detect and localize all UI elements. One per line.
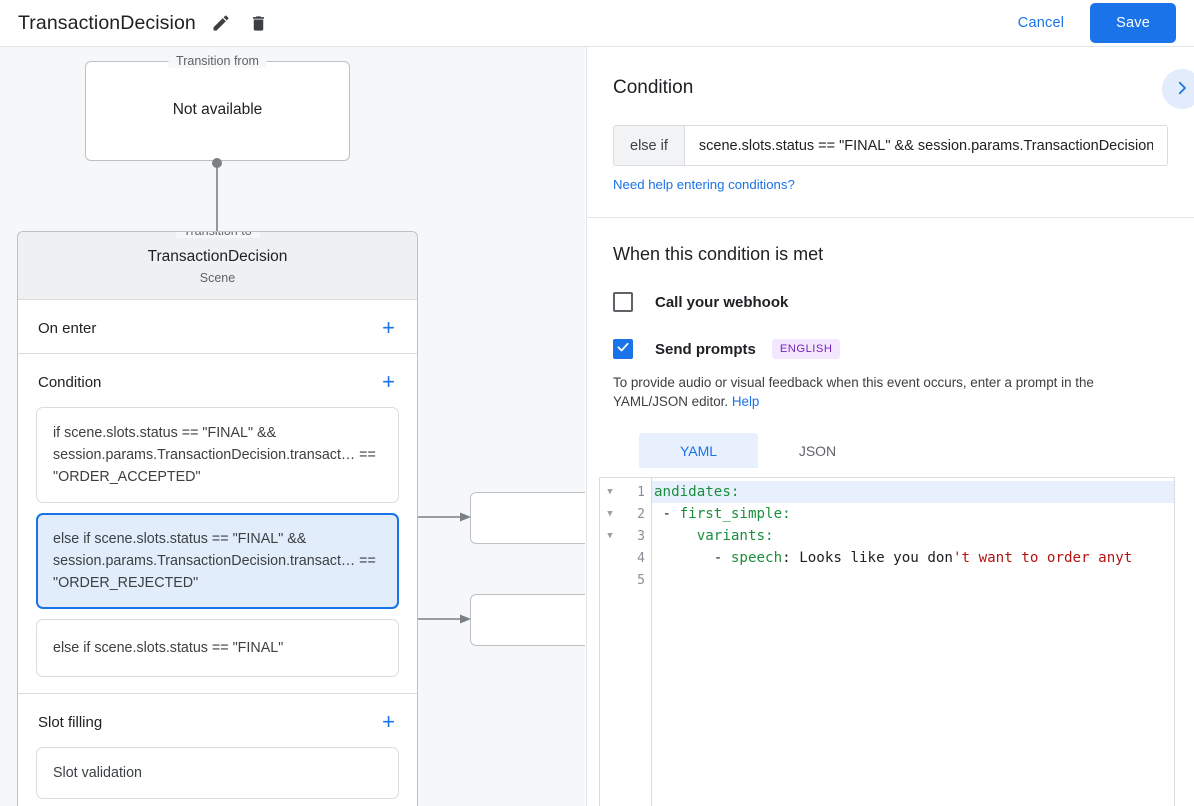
section-condition-title: Condition: [38, 373, 102, 391]
editor-format-tabs: YAML JSON: [639, 433, 1142, 468]
send-prompts-checkbox[interactable]: [613, 339, 633, 359]
condition-list: if scene.slots.status == "FINAL" && sess…: [18, 407, 417, 693]
condition-card-selected[interactable]: else if scene.slots.status == "FINAL" &&…: [36, 513, 399, 609]
editor-code-line[interactable]: - speech: Looks like you don't want to o…: [652, 547, 1174, 569]
editor-gutter-row: ▼3: [600, 525, 651, 547]
editor-gutter-row: 5: [600, 569, 651, 591]
transition-to-header[interactable]: TransactionDecision Scene: [18, 232, 417, 300]
transition-to-legend: Transition to: [175, 232, 260, 238]
chevron-right-icon: [1173, 79, 1191, 100]
add-on-enter-button[interactable]: +: [382, 315, 395, 340]
editor-line-number: 1: [637, 484, 645, 500]
code-token: speech: [730, 550, 783, 566]
target-box-accepted[interactable]: [470, 492, 585, 544]
target-box-rejected[interactable]: [470, 594, 585, 646]
editor-line-number: 5: [637, 572, 645, 588]
editor-gutter-row: ▼2: [600, 503, 651, 525]
code-token: variants:: [696, 528, 774, 544]
code-token: 't want to order anyt: [952, 550, 1133, 566]
top-bar: TransactionDecision Cancel Save: [0, 0, 1194, 47]
condition-card[interactable]: else if scene.slots.status == "FINAL": [36, 619, 399, 677]
code-token: andidates:: [654, 484, 740, 500]
transition-from-legend: Transition from: [168, 54, 267, 68]
condition-card[interactable]: if scene.slots.status == "FINAL" && sess…: [36, 407, 399, 503]
fold-triangle-icon[interactable]: ▼: [607, 509, 613, 519]
section-condition-header: Condition +: [18, 354, 417, 407]
section-slot-filling: Slot filling + Slot validation: [18, 694, 417, 806]
panel-title: Condition: [613, 77, 694, 98]
prompts-description: To provide audio or visual feedback when…: [613, 373, 1168, 411]
collapse-panel-button[interactable]: [1162, 69, 1194, 109]
call-webhook-checkbox[interactable]: [613, 292, 633, 312]
add-slot-filling-button[interactable]: +: [382, 709, 395, 734]
code-token: first_simple:: [679, 506, 791, 522]
transition-from-value: Not available: [172, 101, 263, 118]
code-token: -: [654, 506, 680, 522]
section-condition: Condition + if scene.slots.status == "FI…: [18, 354, 417, 694]
editor-line-number: 3: [637, 528, 645, 544]
section-on-enter-header: On enter +: [18, 300, 417, 353]
save-button[interactable]: Save: [1090, 3, 1176, 43]
condition-detail-panel: Condition else if Need help entering con…: [586, 47, 1194, 806]
transition-from-box: Transition from Not available: [85, 54, 350, 161]
condition-prefix-label: else if: [614, 126, 685, 165]
prompts-help-link[interactable]: Help: [731, 394, 760, 409]
when-condition-met-section: When this condition is met Call your web…: [587, 218, 1194, 468]
editor-code-line[interactable]: variants:: [652, 525, 1174, 547]
prompts-description-text: To provide audio or visual feedback when…: [613, 375, 1094, 409]
edit-name-button[interactable]: [208, 10, 234, 36]
condition-input-row: else if: [613, 125, 1168, 166]
tab-yaml[interactable]: YAML: [639, 433, 758, 468]
editor-code-area[interactable]: andidates: - first_simple: variants: - s…: [652, 478, 1174, 806]
editor-code-line[interactable]: andidates:: [652, 481, 1174, 503]
section-slot-filling-header: Slot filling +: [18, 694, 417, 747]
editor-line-number: 2: [637, 506, 645, 522]
condition-help-link[interactable]: Need help entering conditions?: [613, 177, 795, 192]
add-condition-button[interactable]: +: [382, 369, 395, 394]
editor-code-line[interactable]: [652, 569, 1174, 591]
scene-graph-canvas: Transition from Not available Transition…: [0, 47, 585, 806]
code-token: -: [654, 550, 731, 566]
section-on-enter-title: On enter: [38, 319, 97, 337]
panel-header: Condition: [587, 47, 1194, 109]
editor-gutter-row: 4: [600, 547, 651, 569]
editor-line-number: 4: [637, 550, 645, 566]
section-on-enter: On enter +: [18, 300, 417, 354]
when-condition-met-heading: When this condition is met: [613, 244, 824, 264]
pencil-icon: [211, 13, 231, 33]
transition-to-subtitle: Scene: [199, 271, 236, 285]
cancel-button[interactable]: Cancel: [1004, 7, 1078, 39]
slot-filling-list: Slot validation: [18, 747, 417, 806]
condition-input[interactable]: [684, 126, 1167, 165]
code-token: [654, 528, 697, 544]
transition-to-card: Transition to TransactionDecision Scene …: [17, 231, 418, 806]
fold-triangle-icon[interactable]: ▼: [607, 487, 613, 497]
editor-code-line[interactable]: - first_simple:: [652, 503, 1174, 525]
trash-icon: [249, 14, 268, 33]
language-badge: ENGLISH: [771, 339, 841, 359]
panel-divider: [587, 217, 1194, 218]
call-webhook-label[interactable]: Call your webhook: [655, 293, 789, 311]
send-prompts-label[interactable]: Send prompts: [655, 340, 756, 358]
editor-gutter-row: ▼1: [600, 481, 651, 503]
check-icon: [616, 340, 630, 359]
webhook-row: Call your webhook: [613, 292, 1168, 312]
delete-button[interactable]: [246, 10, 272, 36]
transition-to-title: TransactionDecision: [147, 248, 288, 265]
slot-validation-card[interactable]: Slot validation: [36, 747, 399, 799]
fold-triangle-icon[interactable]: ▼: [607, 531, 613, 541]
section-slot-filling-title: Slot filling: [38, 713, 103, 731]
code-token: : Looks like you don: [782, 550, 953, 566]
page-title: TransactionDecision: [18, 11, 196, 34]
tab-json[interactable]: JSON: [758, 433, 877, 468]
send-prompts-row: Send prompts ENGLISH: [613, 339, 1168, 359]
